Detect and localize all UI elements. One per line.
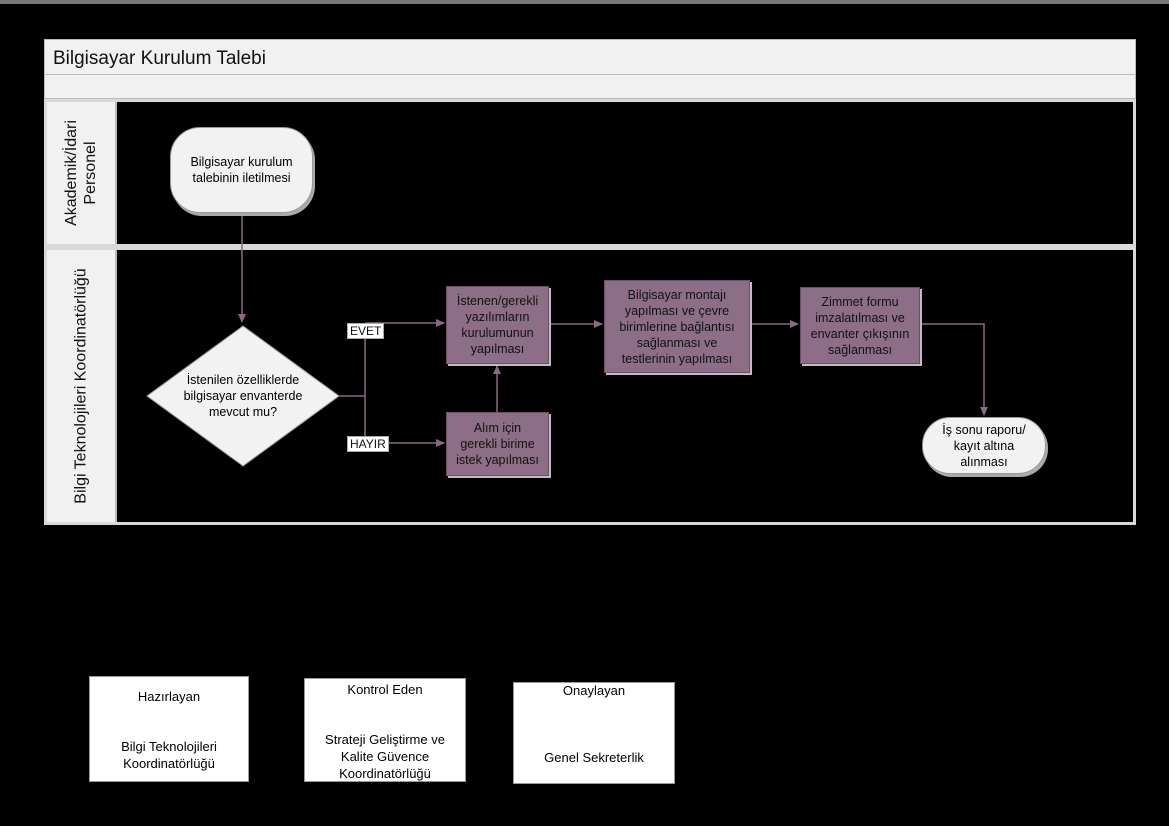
start-terminal: Bilgisayar kurulum talebinin iletilmesi bbox=[170, 127, 313, 213]
diagram-title-bar: Bilgisayar Kurulum Talebi bbox=[44, 39, 1136, 75]
end-terminal: İş sonu raporu/ kayıt altına alınması bbox=[922, 417, 1046, 474]
signature-body: Bilgi Teknolojileri Koordinatörlüğü bbox=[121, 739, 217, 771]
signature-heading: Onaylayan bbox=[562, 683, 626, 698]
swimlane-it-coordination: Bilgi Teknolojileri Koordinatörlüğü bbox=[44, 247, 1136, 525]
page-border bbox=[0, 0, 1169, 4]
process-assembly: Bilgisayar montajı yapılması ve çevre bi… bbox=[604, 280, 750, 373]
signature-heading: Hazırlayan bbox=[137, 689, 201, 704]
process-install-software: İstenen/gerekli yazılımların kurulumunun… bbox=[446, 286, 549, 364]
signature-controlled-by: Kontrol Eden Strateji Geliştirme ve Kali… bbox=[304, 678, 466, 782]
decision-label: İstenilen özelliklerde bilgisayar envant… bbox=[183, 373, 303, 419]
swimlane-header: Bilgi Teknolojileri Koordinatörlüğü bbox=[47, 250, 117, 522]
connector-decision-split bbox=[339, 323, 366, 443]
signature-body: Genel Sekreterlik bbox=[544, 750, 644, 765]
process-purchase-request: Alım için gerekli birime istek yapılması bbox=[446, 412, 549, 476]
diagram-title: Bilgisayar Kurulum Talebi bbox=[53, 48, 266, 69]
edge-label-yes: EVET bbox=[347, 323, 385, 339]
edge-label-no: HAYIR bbox=[347, 436, 389, 452]
swimlane-personnel: Akademik/İdari Personel bbox=[44, 99, 1136, 247]
process-debit-form: Zimmet formu imzalatılması ve envanter ç… bbox=[800, 287, 920, 364]
title-spacer bbox=[44, 75, 1136, 99]
signature-prepared-by: Hazırlayan Bilgi Teknolojileri Koordinat… bbox=[89, 676, 249, 782]
signature-approved-by: Onaylayan Genel Sekreterlik bbox=[513, 682, 675, 784]
signature-body: Strateji Geliştirme ve Kalite Güvence Ko… bbox=[325, 732, 445, 781]
connector-debit-to-end bbox=[920, 323, 988, 416]
decision-diamond bbox=[146, 325, 340, 467]
swimlane-header: Akademik/İdari Personel bbox=[47, 102, 117, 244]
signature-heading: Kontrol Eden bbox=[347, 682, 423, 697]
